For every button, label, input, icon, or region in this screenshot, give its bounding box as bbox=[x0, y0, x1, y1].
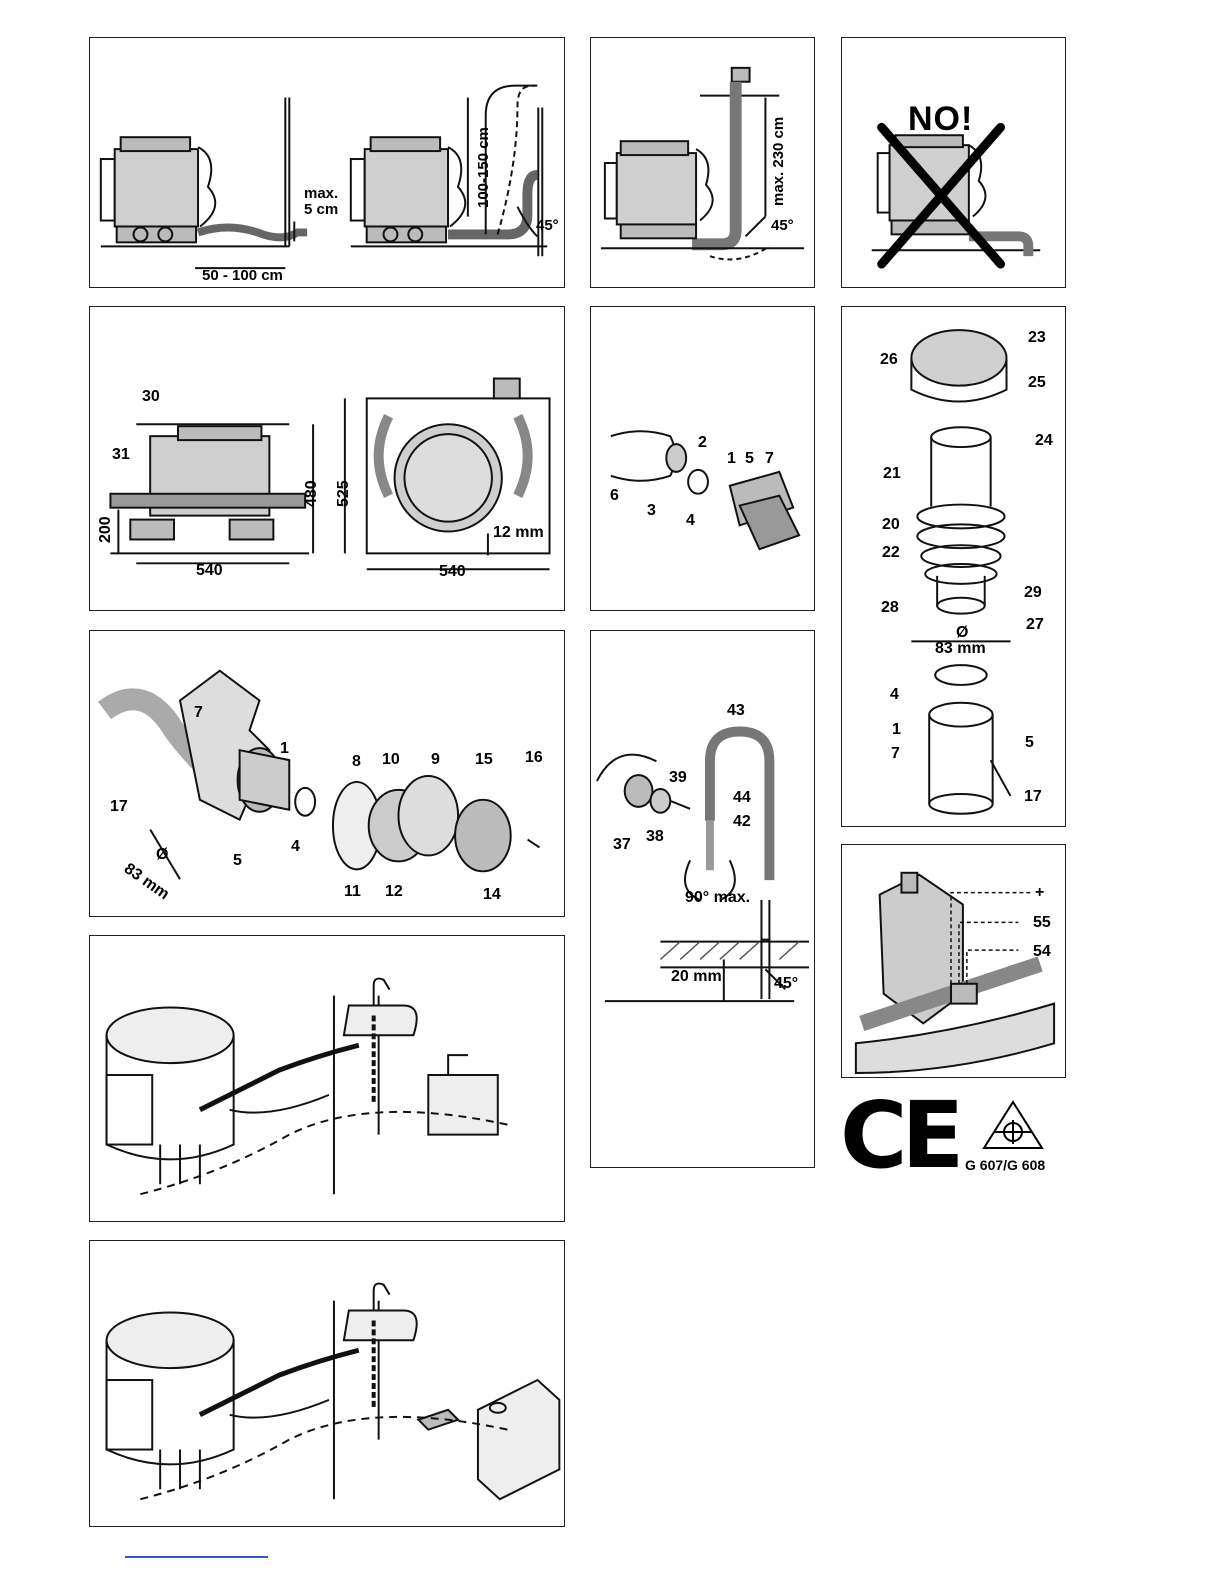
label-45: 45° bbox=[774, 976, 798, 992]
label-diameter: Ø bbox=[156, 847, 168, 863]
wall-passage-drawing bbox=[90, 631, 564, 916]
wrong-installation-drawing bbox=[842, 38, 1065, 287]
label-10: 10 bbox=[382, 752, 400, 768]
gas-approval-code: G 607/G 608 bbox=[965, 1157, 1045, 1173]
label-90max: 90° max. bbox=[685, 890, 750, 906]
installation-overview-a-drawing bbox=[90, 936, 564, 1221]
label-7: 7 bbox=[891, 746, 900, 762]
label-16: 16 bbox=[525, 750, 543, 766]
label-17: 17 bbox=[110, 799, 128, 815]
label-31: 31 bbox=[112, 447, 130, 463]
label-43: 43 bbox=[727, 703, 745, 719]
label-rise: 100-150 cm bbox=[476, 127, 491, 208]
label-12: 12 bbox=[385, 884, 403, 900]
label-200: 200 bbox=[98, 516, 114, 543]
label-26: 26 bbox=[880, 352, 898, 368]
label-20: 20 bbox=[882, 517, 900, 533]
label-12mm: 12 mm bbox=[493, 525, 544, 541]
ce-mark: CE bbox=[840, 1090, 958, 1182]
panel-exhaust-routing: max. 5 cm 50 - 100 cm 100-150 cm 45° bbox=[89, 37, 565, 288]
label-15: 15 bbox=[475, 752, 493, 768]
label-37: 37 bbox=[613, 837, 631, 853]
panel-hose-connection: 2 1 5 7 6 3 4 bbox=[590, 306, 815, 611]
panel-wall-terminal: 23 26 25 24 21 20 22 29 28 27 Ø 83 mm 4 … bbox=[841, 306, 1066, 827]
label-4: 4 bbox=[291, 839, 300, 855]
hose-connection-drawing bbox=[591, 307, 814, 610]
label-21: 21 bbox=[883, 466, 901, 482]
label-23: 23 bbox=[1028, 330, 1046, 346]
label-540-left: 540 bbox=[196, 563, 223, 579]
installation-overview-b-drawing bbox=[90, 1241, 564, 1526]
label-5: 5 bbox=[1025, 735, 1034, 751]
label-9: 9 bbox=[431, 752, 440, 768]
label-29: 29 bbox=[1024, 585, 1042, 601]
label-30: 30 bbox=[142, 389, 160, 405]
label-angle-45: 45° bbox=[771, 218, 794, 233]
label-20mm: 20 mm bbox=[671, 969, 722, 985]
label-1: 1 bbox=[892, 722, 901, 738]
panel-installation-overview-a bbox=[89, 935, 565, 1222]
label-distance: 50 - 100 cm bbox=[202, 268, 283, 283]
label-54: 54 bbox=[1033, 944, 1051, 960]
label-38: 38 bbox=[646, 829, 664, 845]
panel-installation-overview-b bbox=[89, 1240, 565, 1527]
label-7: 7 bbox=[194, 705, 203, 721]
label-540-right: 540 bbox=[439, 564, 466, 580]
label-39: 39 bbox=[669, 770, 687, 786]
label-28: 28 bbox=[881, 600, 899, 616]
panel-wiring: + 55 54 bbox=[841, 844, 1066, 1078]
exhaust-routing-drawing bbox=[90, 38, 564, 287]
panel-dimensions: 30 31 200 540 480 525 12 mm 540 bbox=[89, 306, 565, 611]
label-plus: + bbox=[1035, 885, 1044, 901]
label-17: 17 bbox=[1024, 789, 1042, 805]
label-27: 27 bbox=[1026, 617, 1044, 633]
label-8: 8 bbox=[352, 754, 361, 770]
label-22: 22 bbox=[882, 545, 900, 561]
label-480: 480 bbox=[304, 480, 320, 507]
label-25: 25 bbox=[1028, 375, 1046, 391]
label-angle-45: 45° bbox=[536, 218, 559, 233]
label-diameter: Ø bbox=[956, 625, 968, 641]
panel-wall-passage: 7 1 17 Ø 83 mm 5 4 8 10 9 15 16 11 12 14 bbox=[89, 630, 565, 917]
label-1: 1 bbox=[727, 451, 736, 467]
label-4: 4 bbox=[686, 513, 695, 529]
label-83mm: 83 mm bbox=[935, 641, 986, 657]
label-1: 1 bbox=[280, 741, 289, 757]
label-2: 2 bbox=[698, 435, 707, 451]
label-42: 42 bbox=[733, 814, 751, 830]
panel-condensate-drain: 43 39 44 42 37 38 90° max. 20 mm 45° bbox=[590, 630, 815, 1168]
label-11: 11 bbox=[344, 884, 361, 900]
panel-vertical-exhaust: max. 230 cm 45° bbox=[590, 37, 815, 288]
label-44: 44 bbox=[733, 790, 751, 806]
label-24: 24 bbox=[1035, 433, 1053, 449]
label-7: 7 bbox=[765, 451, 774, 467]
label-max-5cm: 5 cm bbox=[304, 202, 338, 217]
label-55: 55 bbox=[1033, 915, 1051, 931]
wiring-drawing bbox=[842, 845, 1065, 1077]
label-5: 5 bbox=[745, 451, 754, 467]
footer-link-underline[interactable] bbox=[125, 1556, 268, 1558]
panel-wrong-installation: NO! bbox=[841, 37, 1066, 288]
label-525: 525 bbox=[336, 480, 352, 507]
label-3: 3 bbox=[647, 503, 656, 519]
label-14: 14 bbox=[483, 887, 501, 903]
dimensions-drawing bbox=[90, 307, 564, 610]
label-4: 4 bbox=[890, 687, 899, 703]
label-5: 5 bbox=[233, 853, 242, 869]
gas-approval-icon bbox=[980, 1100, 1046, 1152]
label-max-230: max. 230 cm bbox=[771, 117, 786, 206]
label-max: max. bbox=[304, 186, 338, 201]
label-no: NO! bbox=[908, 100, 973, 139]
label-6: 6 bbox=[610, 488, 619, 504]
